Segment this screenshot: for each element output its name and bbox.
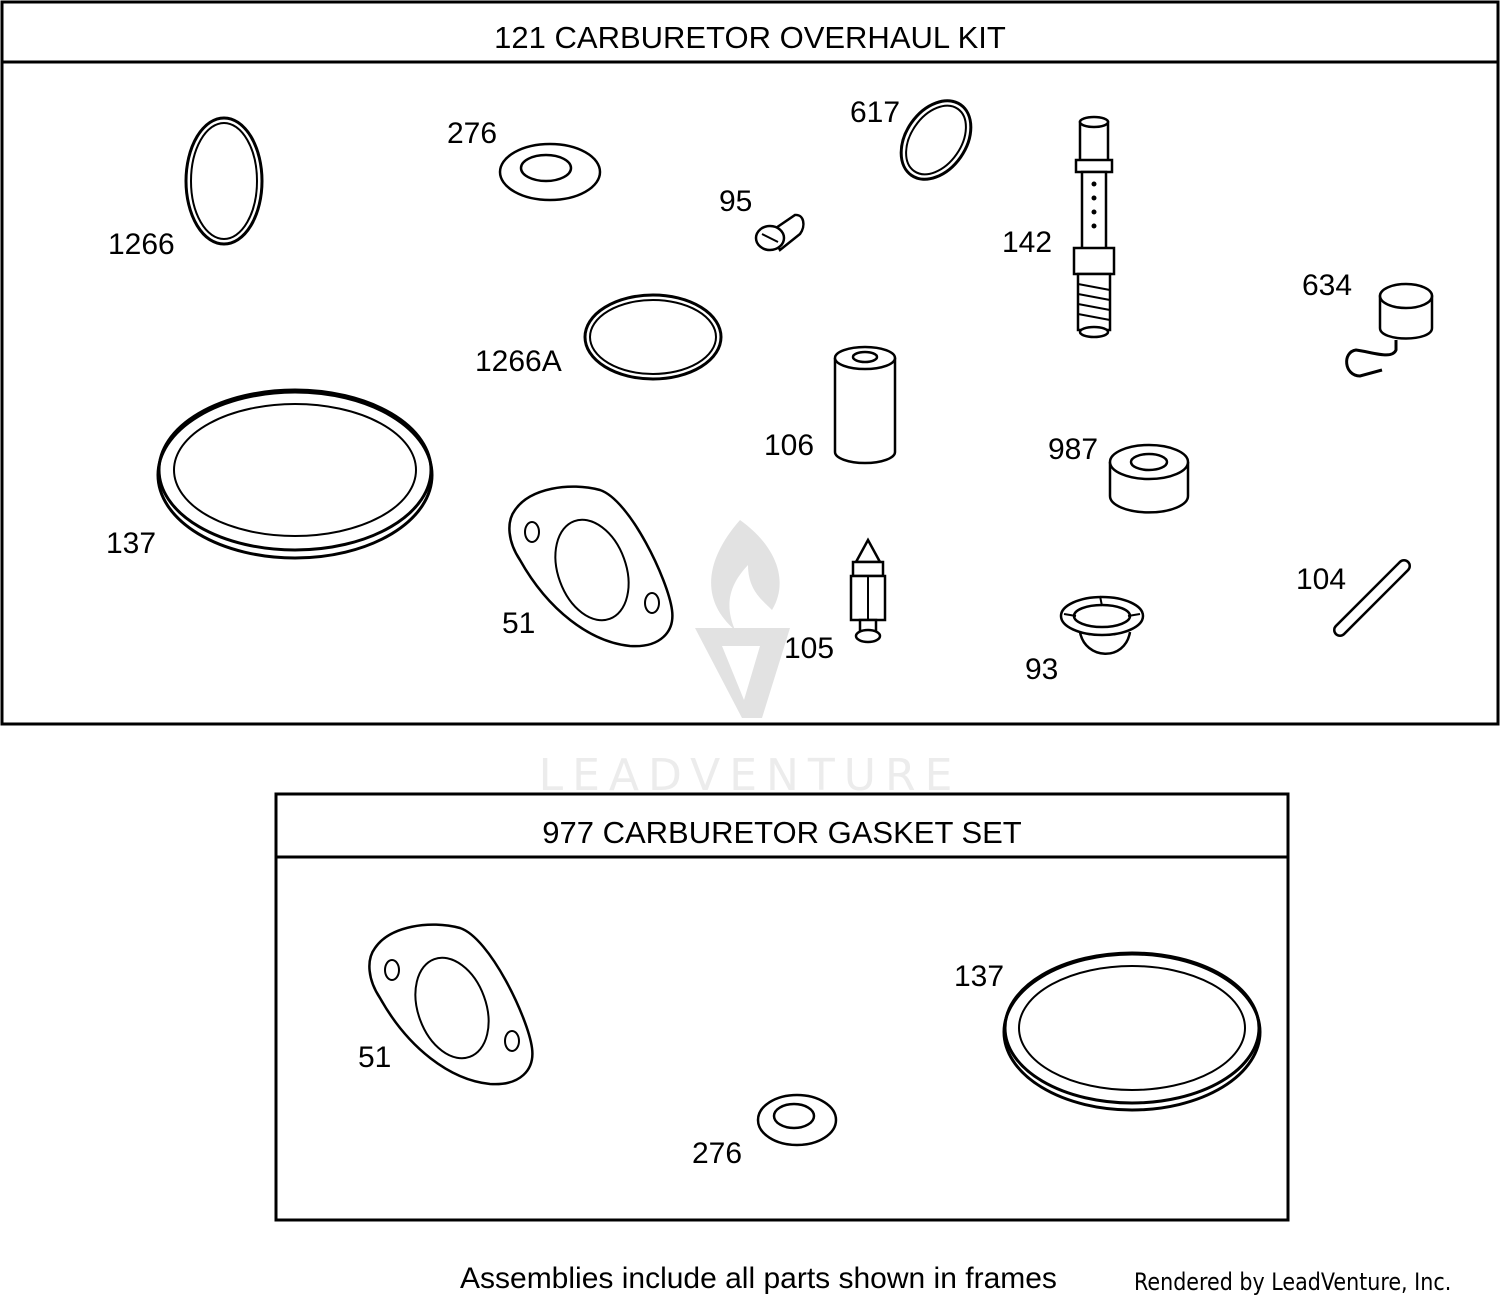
label-1266: 1266 [108, 228, 175, 261]
part-137-gasket [156, 388, 434, 560]
overhaul-kit-frame: 121 CARBURETOR OVERHAUL KIT [0, 0, 1500, 726]
label-142: 142 [1002, 226, 1052, 259]
gasket-set-border [274, 792, 1290, 1222]
gasket-set-frame: 977 CARBURETOR GASKET SET 51 137 276 [274, 792, 1290, 1222]
watermark-v-icon [695, 628, 790, 718]
label-276: 276 [447, 117, 497, 150]
overhaul-kit-title: 121 CARBURETOR OVERHAUL KIT [494, 20, 1006, 55]
label-634: 634 [1302, 269, 1352, 302]
label-95: 95 [719, 185, 752, 218]
part-104-pin [1333, 559, 1411, 637]
label-137: 137 [106, 527, 156, 560]
part-51-flange-gasket-set [368, 923, 534, 1086]
overhaul-kit-border [0, 0, 1500, 726]
part-634-spring [1345, 282, 1434, 378]
part-51-flange-gasket [508, 485, 674, 648]
gasket-set-title: 977 CARBURETOR GASKET SET [542, 815, 1022, 850]
part-617-oring [899, 99, 973, 181]
label-106: 106 [764, 429, 814, 462]
part-137-gasket-set [1002, 951, 1262, 1112]
label-93: 93 [1025, 653, 1058, 686]
label-137-set: 137 [954, 960, 1004, 993]
label-51: 51 [502, 607, 535, 640]
part-276-washer [498, 142, 602, 202]
render-credit: Rendered by LeadVenture, Inc. [1134, 1268, 1452, 1296]
part-1266-oring [184, 116, 264, 246]
label-276-set: 276 [692, 1137, 742, 1170]
part-987-bushing [1108, 443, 1190, 514]
part-106-cylinder [833, 345, 897, 465]
part-1266a-oring [583, 293, 723, 381]
part-95-screw [754, 213, 805, 252]
assembly-note: Assemblies include all parts shown in fr… [460, 1262, 1057, 1295]
label-104: 104 [1296, 563, 1346, 596]
part-142-nozzle [1072, 115, 1116, 339]
label-1266a: 1266A [475, 345, 562, 378]
label-105: 105 [784, 632, 834, 665]
label-617: 617 [850, 96, 900, 129]
part-276-washer-set [756, 1093, 838, 1147]
part-93-seat [1059, 595, 1145, 655]
part-105-needle [849, 537, 887, 644]
watermark-flame-icon [711, 520, 780, 630]
label-987: 987 [1048, 433, 1098, 466]
label-51-set: 51 [358, 1041, 391, 1074]
